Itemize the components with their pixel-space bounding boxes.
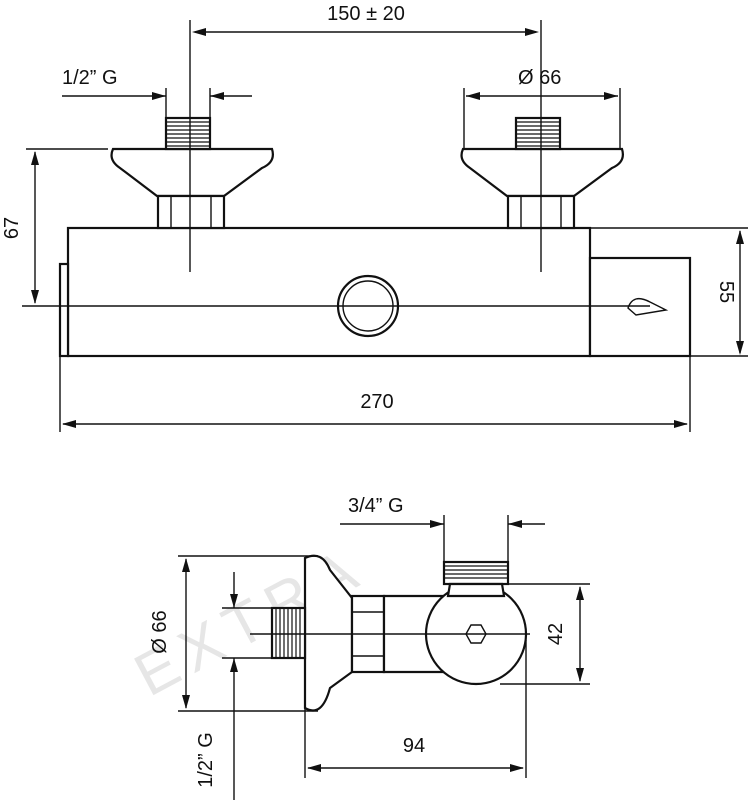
handle-lever (627, 297, 669, 316)
dim-67: 67 (1, 148, 108, 304)
diameter-front-label: Ø 66 (518, 67, 561, 89)
dim-thread-inlet-side: 1/2” G (195, 572, 275, 800)
dim-150-label: 150 ± 20 (327, 3, 405, 25)
thread-inlet-label: 1/2” G (62, 67, 118, 89)
left-connector (110, 116, 274, 230)
height-67-label: 67 (1, 217, 23, 239)
height-55-label: 55 (715, 281, 737, 303)
front-view: 150 ± 20 1/2” G Ø 66 67 (1, 3, 748, 432)
mixer-body (66, 226, 592, 358)
dim-diameter-side: Ø 66 (149, 555, 318, 712)
thread-inlet-side-label: 1/2” G (195, 732, 217, 788)
dim-270: 270 (59, 356, 691, 432)
dim-94: 94 (304, 640, 527, 778)
right-connector (460, 116, 624, 230)
dim-thread-outlet: 3/4” G (340, 495, 545, 562)
dim-thread-inlet: 1/2” G (62, 67, 252, 118)
dim-42: 42 (500, 583, 590, 685)
height-42-label: 42 (545, 623, 567, 645)
dim-55: 55 (590, 227, 748, 357)
diameter-side-label: Ø 66 (149, 610, 171, 653)
right-handle (588, 256, 692, 358)
depth-94-label: 94 (403, 735, 425, 757)
length-270-label: 270 (360, 391, 393, 413)
dim-150: 150 ± 20 (192, 3, 539, 36)
thread-outlet-label: 3/4” G (348, 495, 404, 517)
dim-diameter-front: Ø 66 (463, 67, 621, 148)
side-view: 3/4” G Ø 66 1/2” G 42 (149, 495, 590, 800)
left-end-cap (58, 262, 70, 358)
